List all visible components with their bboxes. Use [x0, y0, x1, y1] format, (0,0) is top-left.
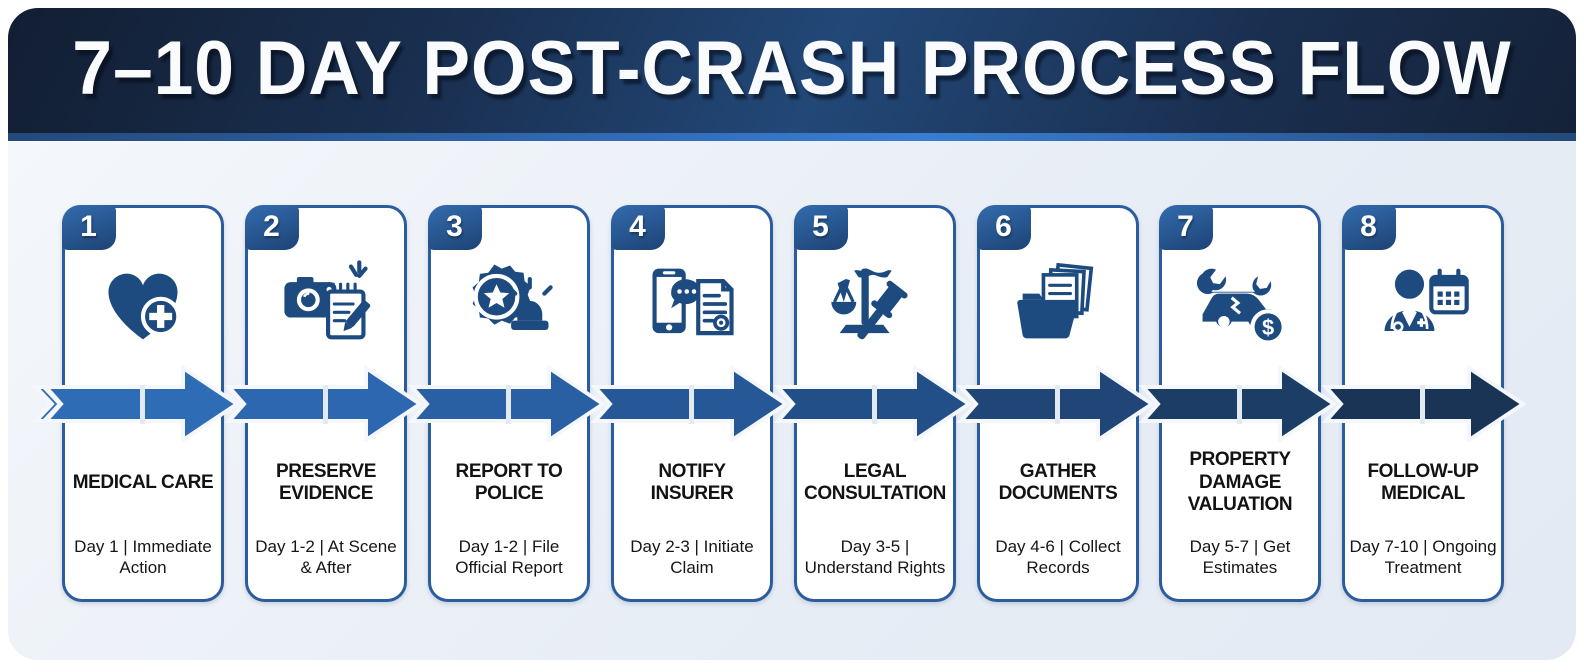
step-number-badge: 4 — [610, 204, 665, 250]
step-title: REPORT TO POLICE — [455, 460, 563, 504]
step-number-badge: 2 — [244, 204, 299, 250]
doctor-calendar-icon — [1370, 250, 1476, 358]
step-number-badge: 5 — [793, 204, 848, 250]
step-timing: Day 4-6 | Collect Records — [995, 537, 1121, 578]
step-title: NOTIFY INSURER — [650, 460, 734, 504]
step-timing: Day 1-2 | File Official Report — [455, 537, 563, 578]
page-title: 7–10 DAY POST-CRASH PROCESS FLOW — [72, 26, 1512, 111]
folder-documents-icon — [1005, 250, 1111, 358]
step-number-badge: 3 — [427, 204, 482, 250]
process-arrow-ribbon — [31, 364, 1527, 442]
step-timing: Day 1 | Immediate Action — [74, 537, 212, 578]
police-badge-siren-icon — [456, 250, 562, 358]
step-title: GATHER DOCUMENTS — [998, 460, 1118, 504]
step-number-badge: 1 — [61, 204, 116, 250]
header-banner: 7–10 DAY POST-CRASH PROCESS FLOW — [8, 8, 1576, 133]
car-wrench-dollar-icon: $ — [1187, 250, 1293, 358]
step-title: FOLLOW-UP MEDICAL — [1367, 460, 1479, 504]
step-number-badge: 8 — [1341, 204, 1396, 250]
svg-text:$: $ — [1262, 315, 1274, 340]
scales-gavel-icon — [822, 250, 928, 358]
step-timing: Day 5-7 | Get Estimates — [1189, 537, 1291, 578]
heart-medical-plus-icon — [90, 250, 196, 358]
step-title: PROPERTY DAMAGE VALUATION — [1187, 449, 1293, 516]
step-title: PRESERVE EVIDENCE — [276, 460, 376, 504]
arrow-shaft-slits — [140, 385, 1425, 424]
step-timing: Day 2-3 | Initiate Claim — [630, 537, 754, 578]
step-number-badge: 6 — [976, 204, 1031, 250]
header-accent-strip — [8, 133, 1576, 141]
step-timing: Day 3-5 | Understand Rights — [804, 537, 946, 578]
step-title: MEDICAL CARE — [72, 471, 214, 493]
step-timing: Day 7-10 | Ongoing Treatment — [1349, 537, 1497, 578]
step-timing: Day 1-2 | At Scene & After — [255, 537, 397, 578]
step-number-badge: 7 — [1158, 204, 1213, 250]
infographic-poster: 7–10 DAY POST-CRASH PROCESS FLOW 1 MEDIC… — [8, 8, 1576, 660]
step-title: LEGAL CONSULTATION — [804, 460, 946, 504]
camera-notepad-icon — [273, 250, 379, 358]
phone-claim-document-icon — [639, 250, 745, 358]
